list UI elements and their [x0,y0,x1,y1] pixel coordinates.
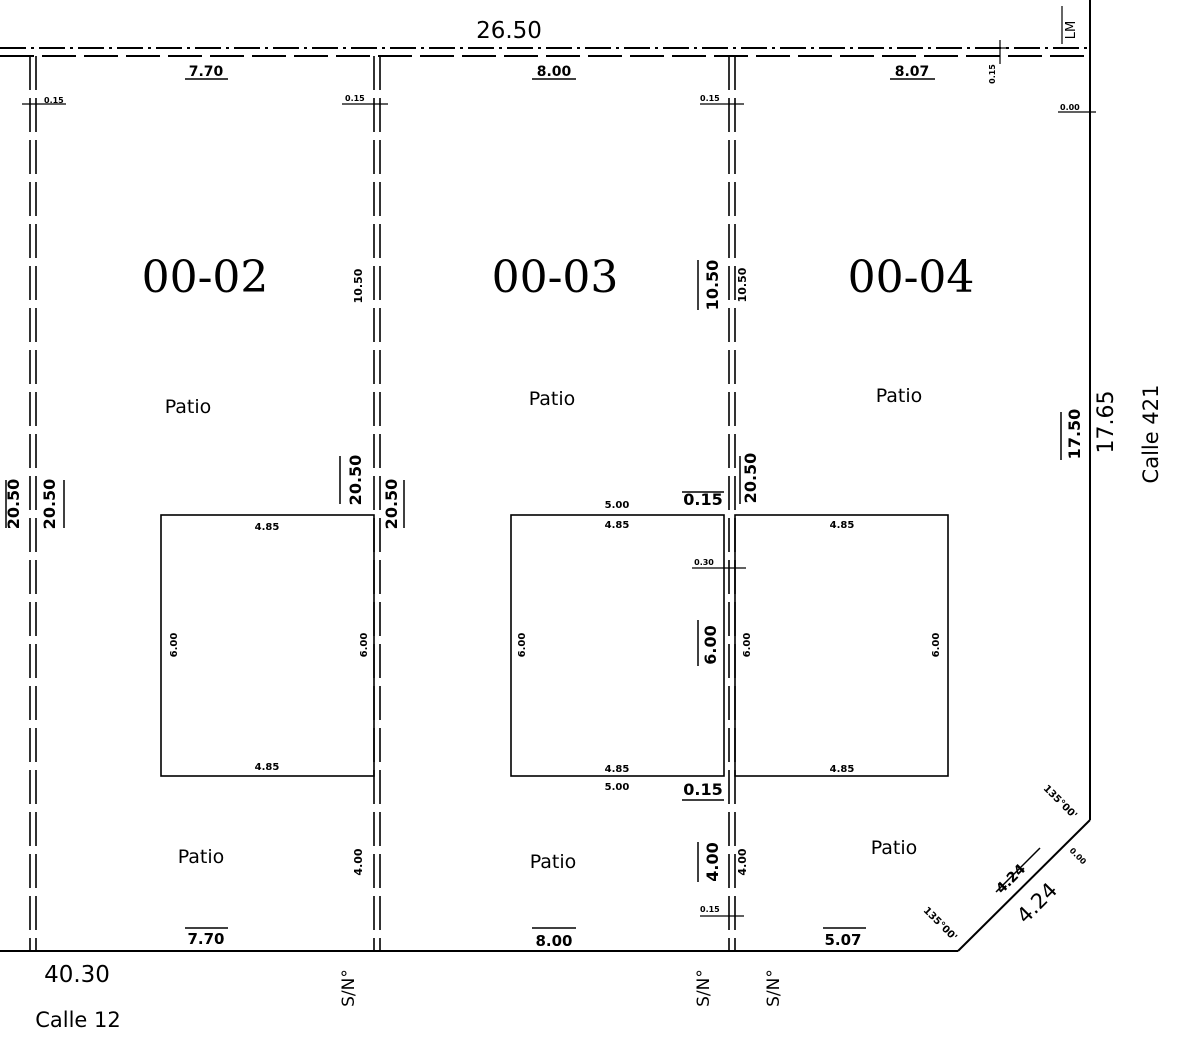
top-frontage-lot4: 8.07 [895,64,930,80]
gap-mid-dim: 0.30 [694,558,714,567]
house3-right-dim: 6.00 [701,625,720,664]
house-number-lot2: S/N° [339,969,359,1007]
top-frontage-lot3: 8.00 [537,64,572,80]
depth-div1-right: 20.50 [382,479,401,530]
top-frontage-lot2: 7.70 [189,64,224,80]
house3-left-dim: 6.00 [517,633,528,658]
house-lot3 [510,514,725,777]
depth-div1-left: 20.50 [346,455,365,506]
depth-left-outer: 20.50 [4,479,23,530]
house-lot2 [160,514,375,777]
house-number-lot4: S/N° [764,969,784,1007]
house3-outer-bottom-dim: 5.00 [605,782,630,793]
house-number-lot3: S/N° [694,969,714,1007]
bottom-total-frontage: 40.30 [44,962,110,988]
lot-number-02: 00-02 [142,252,269,303]
house2-right-dim: 6.00 [359,633,370,658]
depth-div2-left: 10.50 [703,260,722,311]
depth-div2-upper: 20.50 [741,453,760,504]
chamfer-inner-dim: 4.24 [993,861,1029,897]
street-right: Calle 421 [1139,385,1163,484]
wall-div2-bottom-dim: 0.15 [700,905,720,914]
bottom-frontage-lot2: 7.70 [187,930,224,948]
chamfer-angle-top: 135°00' [1041,783,1079,821]
patio-lot4-bottom: Patio [871,837,918,859]
patio-lot3-bottom: Patio [530,851,577,873]
lm-offset-dim: 0.15 [988,64,997,84]
depth-right-total: 17.65 [1094,391,1119,454]
lot-number-03: 00-03 [492,252,619,303]
wall-left-dim: 0.15 [44,96,64,105]
top-total-frontage: 26.50 [476,18,542,44]
house4-bottom-dim: 4.85 [830,764,855,775]
house4-left-dim: 6.00 [742,633,753,658]
chamfer-offset-dim: 0.00 [1068,846,1089,867]
gap-top-dim: 0.15 [683,490,722,509]
depth-right-inner: 17.50 [1065,409,1084,460]
depth-div1-upper: 10.50 [352,268,365,303]
gap-bottom-dim: 0.15 [683,780,722,799]
patio-lot2-bottom: Patio [178,846,225,868]
house3-top-dim: 4.85 [605,520,630,531]
house2-left-dim: 6.00 [169,633,180,658]
house3-outer-top-dim: 5.00 [605,500,630,511]
bottom-frontage-lot4: 5.07 [824,931,861,949]
chamfer-outer-dim: 4.24 [1012,878,1062,928]
right-offset-dim: 0.00 [1060,103,1080,112]
lot-number-04: 00-04 [848,252,975,303]
bottom-frontage-lot3: 8.00 [535,932,572,950]
patio-lot4-top: Patio [876,385,923,407]
chamfer-angle-bottom: 135°00' [921,905,959,943]
wall-div2-dim: 0.15 [700,94,720,103]
wall-div1-dim: 0.15 [345,94,365,103]
depth-div2-lower-left: 4.00 [703,842,722,881]
patio-lot3-top: Patio [529,388,576,410]
street-bottom: Calle 12 [35,1008,121,1032]
house2-top-dim: 4.85 [255,522,280,533]
depth-left-inner: 20.50 [40,479,59,530]
house3-bottom-dim: 4.85 [605,764,630,775]
depth-div2-right: 10.50 [736,267,749,302]
lm-label: LM [1064,21,1079,39]
house2-bottom-dim: 4.85 [255,762,280,773]
depth-div1-lower: 4.00 [352,848,365,875]
depth-div2-lower-right: 4.00 [736,848,749,875]
chamfer-line [957,819,1091,952]
patio-lot2-top: Patio [165,396,212,418]
house4-right-dim: 6.00 [931,633,942,658]
house4-top-dim: 4.85 [830,520,855,531]
house-lot4 [734,514,949,777]
